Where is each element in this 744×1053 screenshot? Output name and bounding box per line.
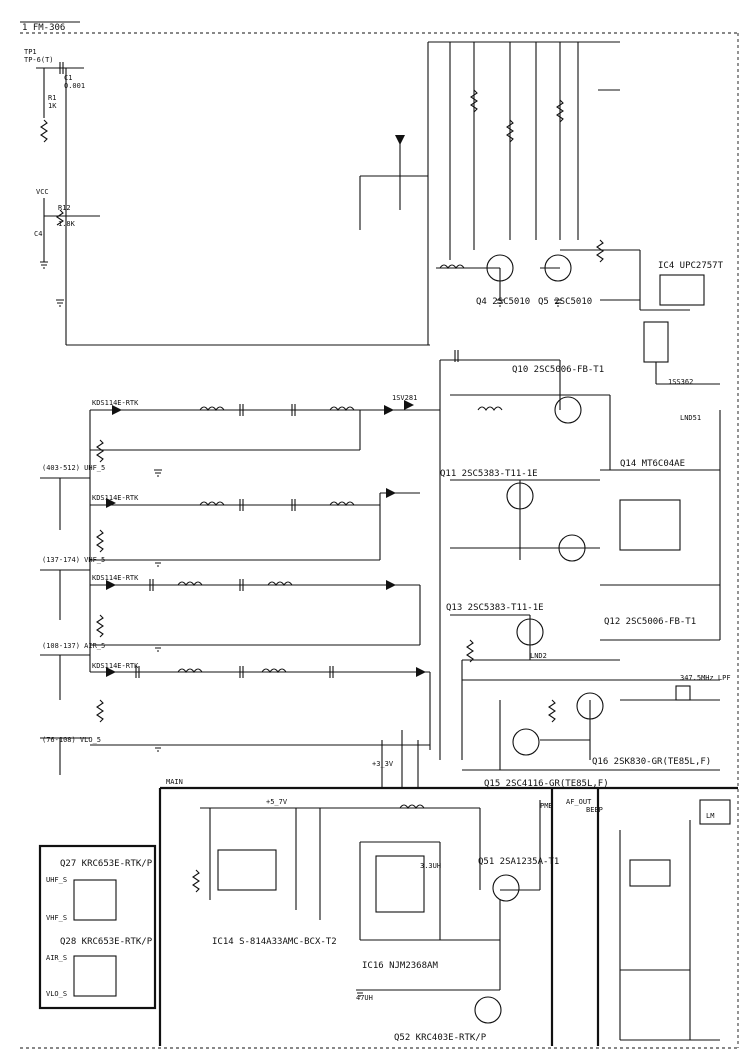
ic4-label: IC4 UPC2757T (658, 261, 724, 271)
svg-text:47UH: 47UH (356, 994, 373, 1002)
svg-text:KDS114E-RTK: KDS114E-RTK (92, 662, 139, 670)
svg-text:1K: 1K (48, 102, 57, 110)
svg-text:1.8K: 1.8K (58, 220, 76, 228)
q12-symbol (558, 534, 586, 562)
ic14-box (217, 849, 277, 891)
svg-text:1SV281: 1SV281 (392, 394, 417, 402)
wiring (36, 41, 738, 1046)
svg-text:VHF_S: VHF_S (46, 914, 67, 922)
svg-text:VLO_S: VLO_S (46, 990, 67, 998)
svg-text:AIR_S: AIR_S (46, 954, 67, 962)
svg-text:AF_OUT: AF_OUT (566, 798, 592, 806)
ground-symbols (40, 261, 562, 997)
ic16-box (375, 855, 425, 913)
lnd51-label: LND51 (680, 414, 701, 422)
ic14-label: IC14 S-814A33AMC-BCX-T2 (212, 937, 337, 947)
q52-label: Q52 KRC403E-RTK/P (394, 1033, 487, 1043)
lpf-label: 1SS362 (668, 378, 693, 386)
q51-label: Q51 2SA1235A-T1 (478, 857, 559, 867)
q51-symbol (492, 874, 520, 902)
q11-symbol (506, 482, 534, 510)
svg-text:0.001: 0.001 (64, 82, 85, 90)
svg-text:C4: C4 (34, 230, 42, 238)
q13-label: Q13 2SC5383-T11-1E (446, 603, 544, 613)
svg-text:BEEP: BEEP (586, 806, 603, 814)
svg-text:C1: C1 (64, 74, 72, 82)
q12-label: Q12 2SC5006-FB-T1 (604, 617, 696, 627)
tp-label: TP1 (24, 48, 37, 56)
svg-text:3.3UH: 3.3UH (420, 862, 441, 870)
q52-symbol (474, 996, 502, 1024)
svg-text:LM: LM (706, 812, 714, 820)
page-label: 1 FM-306 (22, 23, 65, 33)
svg-text:R12: R12 (58, 204, 71, 212)
svg-text:R1: R1 (48, 94, 56, 102)
q27-label: Q27 KRC653E-RTK/P (60, 859, 153, 869)
svg-text:KDS114E-RTK: KDS114E-RTK (92, 494, 139, 502)
diodes (106, 135, 426, 677)
transistors (474, 254, 604, 1024)
svg-text:VCC: VCC (36, 188, 49, 196)
band-uhf: (403-512) UHF_5 (42, 464, 105, 472)
band-vhf: (137-174) VHF_5 (42, 556, 105, 564)
q16-label: Q16 2SK830-GR(TE85L,F) (592, 757, 711, 767)
svg-text:PMB: PMB (540, 802, 553, 810)
q4-symbol (486, 254, 514, 282)
xtal-label: 347.5MHz LPF (680, 674, 731, 682)
q10-symbol (554, 396, 582, 424)
q5-label: Q5 2SC5010 (538, 297, 592, 307)
lnd2-label: LND2 (530, 652, 547, 660)
svg-text:+5_7V: +5_7V (266, 798, 288, 806)
svg-text:UHF_S: UHF_S (46, 876, 67, 884)
q13-symbol (516, 618, 544, 646)
ic-blocks (38, 844, 425, 1010)
q4-label: Q4 2SC5010 (476, 297, 530, 307)
switch-box (38, 844, 157, 1010)
band-air: (108-137) AIR_5 (42, 642, 105, 650)
net-main: MAIN (166, 778, 183, 786)
labels: 1 FM-306 TP1 TP-6(T) C1 0.001 R1 1K VCC … (22, 23, 731, 1043)
q5-symbol (544, 254, 572, 282)
svg-text:KDS114E-RTK: KDS114E-RTK (92, 399, 139, 407)
q10-label: Q10 2SC5006-FB-T1 (512, 365, 604, 375)
q14-label: Q14 MT6C04AE (620, 459, 685, 469)
tp-value: TP-6(T) (24, 56, 54, 64)
capacitors (59, 62, 459, 678)
sheet-border (20, 21, 739, 1049)
svg-text:KDS114E-RTK: KDS114E-RTK (92, 574, 139, 582)
q15-symbol (512, 728, 540, 756)
ic16-label: IC16 NJM2368AM (362, 961, 438, 971)
band-vlo: (76-108) VLO_5 (42, 736, 101, 744)
q16-symbol (576, 692, 604, 720)
q28-label: Q28 KRC653E-RTK/P (60, 937, 153, 947)
q15-label: Q15 2SC4116-GR(TE85L,F) (484, 779, 609, 789)
resistors (40, 89, 604, 893)
q11-label: Q11 2SC5383-T11-1E (440, 469, 538, 479)
inductors (177, 264, 503, 809)
svg-text:+3_3V: +3_3V (372, 760, 394, 768)
